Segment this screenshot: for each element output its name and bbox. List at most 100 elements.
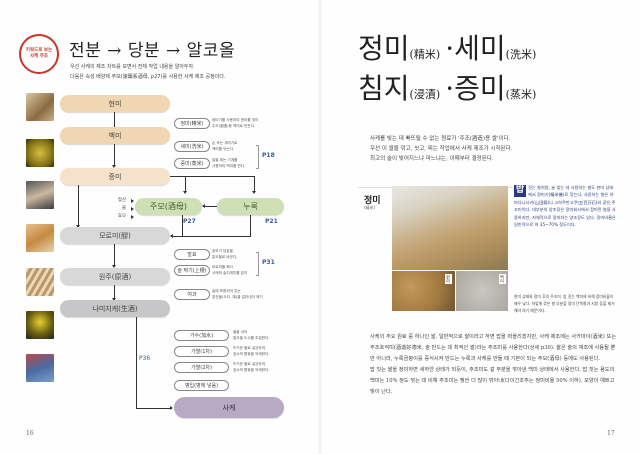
panel-heading: 정미 bbox=[364, 196, 381, 206]
input-yeast: 효모 bbox=[117, 214, 126, 219]
arrow-down-icon bbox=[112, 265, 116, 268]
intro-line: 사케를 빚는 데 빠뜨릴 수 없는 원료가 '주조(酒造)용 쌀'이다. bbox=[370, 136, 511, 142]
photo-rice-sacks bbox=[392, 186, 508, 270]
title-separator: · bbox=[445, 72, 455, 105]
flow-nimajike: 나미지케(生酒) bbox=[60, 300, 170, 317]
title-hanja: (洗米) bbox=[505, 48, 537, 61]
page-ref-p27: P27 bbox=[183, 218, 196, 225]
right-intro: 사케를 빚는 데 빠뜨릴 수 없는 원료가 '주조(酒造)용 쌀'이다. 우선 … bbox=[370, 134, 512, 164]
badge-line2: 사케 주조 bbox=[29, 54, 49, 59]
intro-line: 우선 사케의 제조 차트를 보면서 전체 작업 내용을 알아두자. bbox=[70, 64, 195, 70]
connector bbox=[136, 408, 170, 409]
intro-line: 우선 이 쌀을 깎고, 씻고, 찌는 작업에서 사케 제조가 시작된다. bbox=[370, 146, 513, 152]
flow-hyeonmi: 현미 bbox=[60, 95, 170, 112]
connector bbox=[173, 236, 251, 237]
connector bbox=[185, 176, 186, 192]
connector bbox=[114, 244, 115, 266]
arrow-left-icon bbox=[202, 204, 205, 208]
title-separator: · bbox=[445, 32, 455, 65]
left-page-title: 전분 → 당분 → 알코올 bbox=[69, 41, 236, 61]
arrow-left-icon bbox=[170, 234, 173, 238]
title-hanja: (精米) bbox=[409, 48, 441, 61]
panel-heading-hanja: (精米) bbox=[364, 205, 376, 210]
left-intro: 우선 사케의 제조 차트를 보면서 전체 작업 내용을 알아두자. 다음은 속성… bbox=[70, 62, 226, 82]
title-hanja: (浸漬) bbox=[409, 88, 441, 101]
flow-jeungmi: 증미 bbox=[60, 168, 170, 185]
step-jeongmi: 정미(精米) bbox=[174, 118, 210, 129]
arrow-down-icon bbox=[76, 225, 80, 228]
flow-wonju: 원주(原酒) bbox=[60, 268, 170, 285]
page-ref-p31: P31 bbox=[262, 259, 275, 266]
connector bbox=[250, 215, 251, 237]
arrow-down-icon bbox=[252, 191, 256, 194]
photo-pressing bbox=[26, 268, 54, 296]
page-ref-p36: P36 bbox=[139, 355, 151, 362]
step-heat-1: 가열(1차) bbox=[174, 346, 229, 357]
bracket bbox=[256, 145, 259, 169]
tag-brown-rice: 현미 bbox=[445, 274, 452, 284]
connector bbox=[114, 144, 115, 166]
flow-nuruk: 누룩 bbox=[217, 198, 284, 215]
photo-koji bbox=[26, 224, 54, 252]
keyword-badge: 키워드로 보는 사케 주조 bbox=[19, 34, 59, 74]
step-filtration: 여과 bbox=[174, 289, 210, 300]
step-heat-2: 가열(2차) bbox=[174, 362, 229, 373]
right-body: 사케의 주요 원료 중 하나인 쌀. 일반적으로 쌀이라고 하면 밥을 떠올리겠… bbox=[370, 332, 620, 398]
connector bbox=[78, 185, 79, 227]
connector bbox=[114, 285, 115, 300]
tag-polished-rice: 백미 bbox=[499, 274, 506, 284]
connector bbox=[114, 112, 115, 134]
input-water: 물 bbox=[121, 206, 126, 211]
arrow-down-icon bbox=[183, 191, 187, 194]
right-page-title: 정미(精米) ·세미(洗米) 침지(浸漬) ·증미(蒸米) bbox=[358, 32, 536, 112]
photo-polished-rice bbox=[26, 139, 54, 167]
bracket bbox=[256, 252, 259, 276]
title-hanja: (蒸米) bbox=[505, 88, 537, 101]
intro-line: 최고의 술이 빚어지느냐 마느냐는, 이때부터 결정된다. bbox=[370, 156, 494, 162]
page-number-right: 17 bbox=[607, 430, 615, 437]
flow-moromi: 모로미(醪) bbox=[60, 227, 170, 244]
step-add-water: 가수(加水) bbox=[174, 330, 229, 341]
photo-filtered bbox=[26, 311, 54, 339]
book-gutter bbox=[318, 0, 322, 454]
page-ref-p21: P21 bbox=[265, 218, 278, 225]
photo-caption: 현미 상태와 정미 후의 주조미. 밥 짓는 백미에 비해 정미비율이 매우 낮… bbox=[514, 294, 615, 313]
photo-bottling bbox=[26, 354, 54, 382]
body-paragraph: 밥 짓는 쌀을 정미하면 새하얀 상태가 되듯이, 주조미도 겉 부분을 깎아낸… bbox=[370, 367, 615, 395]
dropcap: 밥 bbox=[514, 185, 526, 197]
flow-jumo: 주모(酒母) bbox=[135, 198, 202, 215]
arrow-right-icon bbox=[131, 215, 134, 219]
connector bbox=[205, 206, 217, 207]
title-word: 정미 bbox=[358, 32, 410, 65]
body-paragraph: 사케의 주요 원료 중 하나인 쌀. 일반적으로 쌀이라고 하면 밥을 떠올리겠… bbox=[370, 334, 617, 362]
flow-baekmi: 백미 bbox=[60, 127, 170, 144]
arrow-right-icon bbox=[131, 199, 134, 203]
connector bbox=[254, 176, 255, 192]
arrow-right-icon bbox=[131, 207, 134, 211]
arrow-right-icon bbox=[170, 406, 173, 410]
photo-brown-rice bbox=[26, 93, 54, 121]
connector bbox=[182, 215, 183, 237]
photo-steaming bbox=[26, 181, 54, 209]
intro-line: 다음은 속성 배양제 주모(速釀系酒母, p27)를 사용한 사케 제조 공정이… bbox=[70, 74, 226, 80]
title-word: 증미 bbox=[454, 72, 506, 105]
page-ref-p18: P18 bbox=[262, 152, 275, 159]
step-semi: 세미(洗米) bbox=[174, 141, 210, 152]
step-bottling: 병입(병에 넣음) bbox=[174, 380, 229, 391]
step-jeungmi: 증미(蒸米) bbox=[174, 158, 210, 169]
photo-brown-rice-grains bbox=[392, 271, 455, 311]
flow-sake: 사케 bbox=[174, 397, 284, 418]
jumo-inputs: 젖산 물 효모 bbox=[98, 197, 126, 221]
step-fermentation: 발효 bbox=[174, 249, 210, 260]
input-lactic-acid: 젖산 bbox=[117, 198, 126, 203]
connector bbox=[170, 176, 254, 177]
